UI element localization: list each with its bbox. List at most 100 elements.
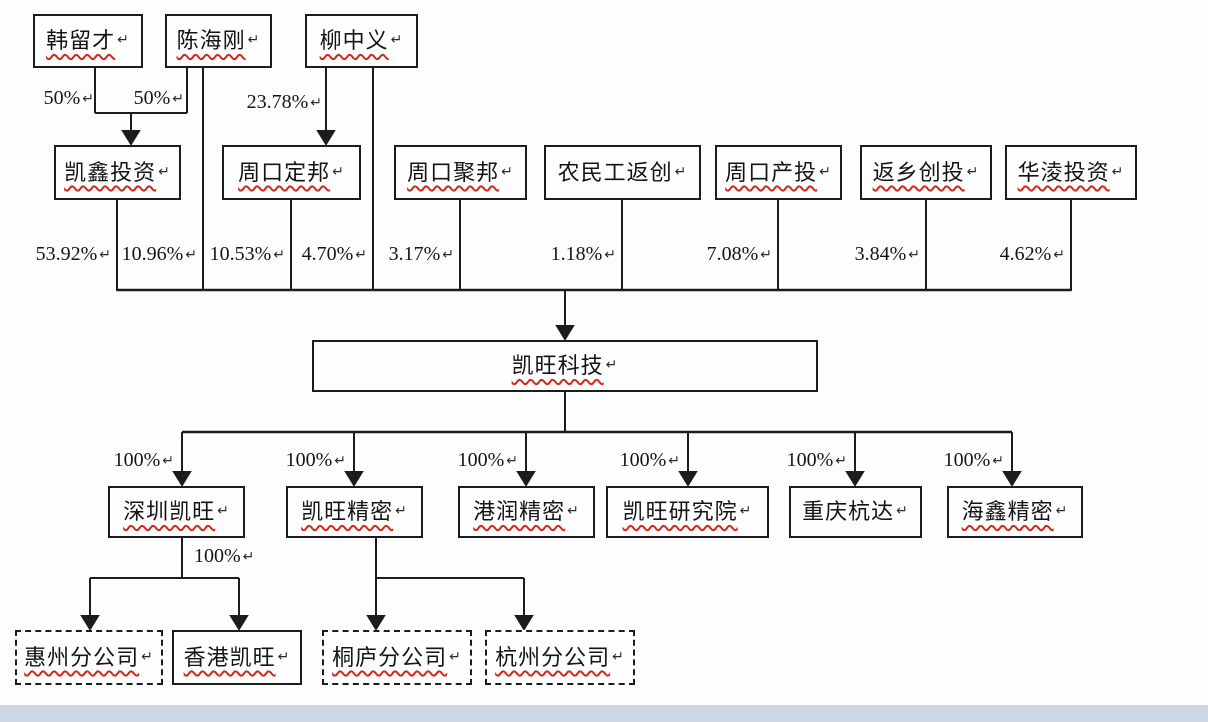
return-mark: ↵ — [273, 247, 285, 263]
stake-value: 50% — [43, 87, 81, 109]
subsidiary-name: 重庆杭达 — [802, 499, 895, 525]
return-mark: ↵ — [334, 453, 346, 469]
institution-name: 华淩投资 — [1017, 159, 1110, 185]
institution-name: 返乡创投 — [872, 159, 965, 185]
return-mark: ↵ — [835, 453, 847, 469]
stake-value: 100% — [194, 545, 241, 567]
return-mark: ↵ — [277, 648, 291, 665]
branch-box-huizhou: 惠州分公司↵ — [15, 630, 163, 685]
return-mark: ↵ — [506, 453, 518, 469]
subsidiary-box-shenzhen-kaiwang: 深圳凯旺↵ — [108, 486, 245, 538]
person-box-han-liucai: 韩留才↵ — [33, 14, 143, 68]
person-name: 陈海刚 — [176, 28, 246, 54]
stake-label-118: 1.18%↵ — [541, 242, 616, 266]
stake-label-384: 3.84%↵ — [845, 242, 920, 266]
subsidiary-box-chongqing-hangda: 重庆杭达↵ — [789, 486, 922, 538]
return-mark: ↵ — [668, 453, 680, 469]
branch-box-hangzhou: 杭州分公司↵ — [485, 630, 635, 685]
stake-value: 23.78% — [246, 91, 309, 113]
stake-value: 50% — [133, 87, 171, 109]
company-name: 凯旺科技 — [511, 353, 604, 379]
branch-name: 杭州分公司 — [495, 644, 611, 670]
stake-value: 4.62% — [999, 243, 1052, 265]
institution-name: 周口定邦 — [238, 159, 331, 185]
company-box-kaiwang: 凯旺科技↵ — [312, 340, 818, 392]
stake-label-sub-4: 100%↵ — [600, 448, 680, 472]
return-mark: ↵ — [141, 648, 154, 665]
institution-box-fanxiang: 返乡创投↵ — [860, 145, 992, 200]
return-mark: ↵ — [242, 549, 255, 565]
institution-box-nongmingong: 农民工返创↵ — [544, 145, 701, 200]
stake-value: 4.70% — [301, 243, 354, 265]
stake-value: 3.17% — [388, 243, 441, 265]
return-mark: ↵ — [99, 247, 111, 263]
stake-label-sub-2: 100%↵ — [266, 448, 346, 472]
stake-label-han-50: 50%↵ — [38, 86, 94, 110]
return-mark: ↵ — [162, 453, 174, 469]
stake-value: 100% — [113, 449, 161, 471]
stake-label-5392: 53.92%↵ — [16, 242, 111, 266]
return-mark: ↵ — [501, 163, 514, 180]
return-mark: ↵ — [117, 32, 130, 48]
person-box-liu-zhongyi: 柳中义↵ — [305, 14, 418, 68]
subsidiary-box-kaiwang-jingmi: 凯旺精密↵ — [286, 486, 423, 538]
return-mark: ↵ — [966, 163, 980, 180]
subsidiary-name: 港润精密 — [473, 499, 566, 525]
branch-box-tonglu: 桐庐分公司↵ — [322, 630, 472, 685]
stake-label-shenzhen-children: 100%↵ — [194, 544, 284, 568]
return-mark: ↵ — [82, 91, 94, 107]
return-mark: ↵ — [908, 247, 920, 263]
return-mark: ↵ — [158, 163, 171, 180]
branch-box-hongkong-kaiwang: 香港凯旺↵ — [172, 630, 302, 685]
stake-value: 1.18% — [550, 243, 603, 265]
institution-box-zhoukou-dingbang: 周口定邦↵ — [222, 145, 361, 200]
institution-name: 周口产投 — [725, 159, 818, 185]
return-mark: ↵ — [332, 163, 345, 180]
stake-value: 100% — [619, 449, 667, 471]
return-mark: ↵ — [217, 503, 230, 519]
return-mark: ↵ — [1055, 503, 1069, 519]
bottom-window-strip — [0, 705, 1208, 722]
institution-box-kaixin: 凯鑫投资↵ — [54, 145, 181, 200]
stake-label-708: 7.08%↵ — [697, 242, 772, 266]
return-mark: ↵ — [1053, 247, 1065, 263]
stake-label-liu-2378: 23.78%↵ — [240, 90, 322, 114]
stake-label-1096: 10.96%↵ — [107, 242, 197, 266]
return-mark: ↵ — [896, 503, 909, 519]
return-mark: ↵ — [355, 247, 367, 263]
institution-box-zhoukou-jubang: 周口聚邦↵ — [394, 145, 527, 200]
return-mark: ↵ — [760, 247, 772, 263]
stake-label-sub-5: 100%↵ — [767, 448, 847, 472]
return-mark: ↵ — [612, 648, 625, 665]
return-mark: ↵ — [310, 95, 322, 111]
stake-label-sub-1: 100%↵ — [94, 448, 174, 472]
stake-value: 10.53% — [209, 243, 272, 265]
return-mark: ↵ — [739, 503, 753, 519]
branch-name: 香港凯旺 — [183, 644, 276, 670]
subsidiary-name: 凯旺研究院 — [622, 499, 738, 525]
branch-name: 桐庐分公司 — [332, 644, 448, 670]
institution-name: 农民工返创 — [557, 159, 673, 185]
return-mark: ↵ — [395, 503, 408, 519]
stake-value: 100% — [943, 449, 991, 471]
return-mark: ↵ — [992, 453, 1004, 469]
return-mark: ↵ — [390, 32, 404, 48]
return-mark: ↵ — [247, 32, 261, 48]
stake-label-470: 4.70%↵ — [292, 242, 367, 266]
return-mark: ↵ — [449, 648, 462, 665]
return-mark: ↵ — [674, 163, 688, 180]
stake-value: 3.84% — [854, 243, 907, 265]
stake-value: 100% — [457, 449, 505, 471]
subsidiary-box-kaiwang-yanjiuyuan: 凯旺研究院↵ — [606, 486, 769, 538]
person-name: 韩留才 — [46, 28, 116, 54]
stake-label-462: 4.62%↵ — [990, 242, 1065, 266]
subsidiary-box-haixin-jingmi: 海鑫精密↵ — [947, 486, 1083, 538]
institution-box-hualing: 华淩投资↵ — [1005, 145, 1137, 200]
institution-name: 凯鑫投资 — [64, 159, 157, 185]
return-mark: ↵ — [185, 247, 197, 263]
person-name: 柳中义 — [319, 28, 389, 54]
return-mark: ↵ — [567, 503, 580, 519]
stake-label-sub-6: 100%↵ — [924, 448, 1004, 472]
